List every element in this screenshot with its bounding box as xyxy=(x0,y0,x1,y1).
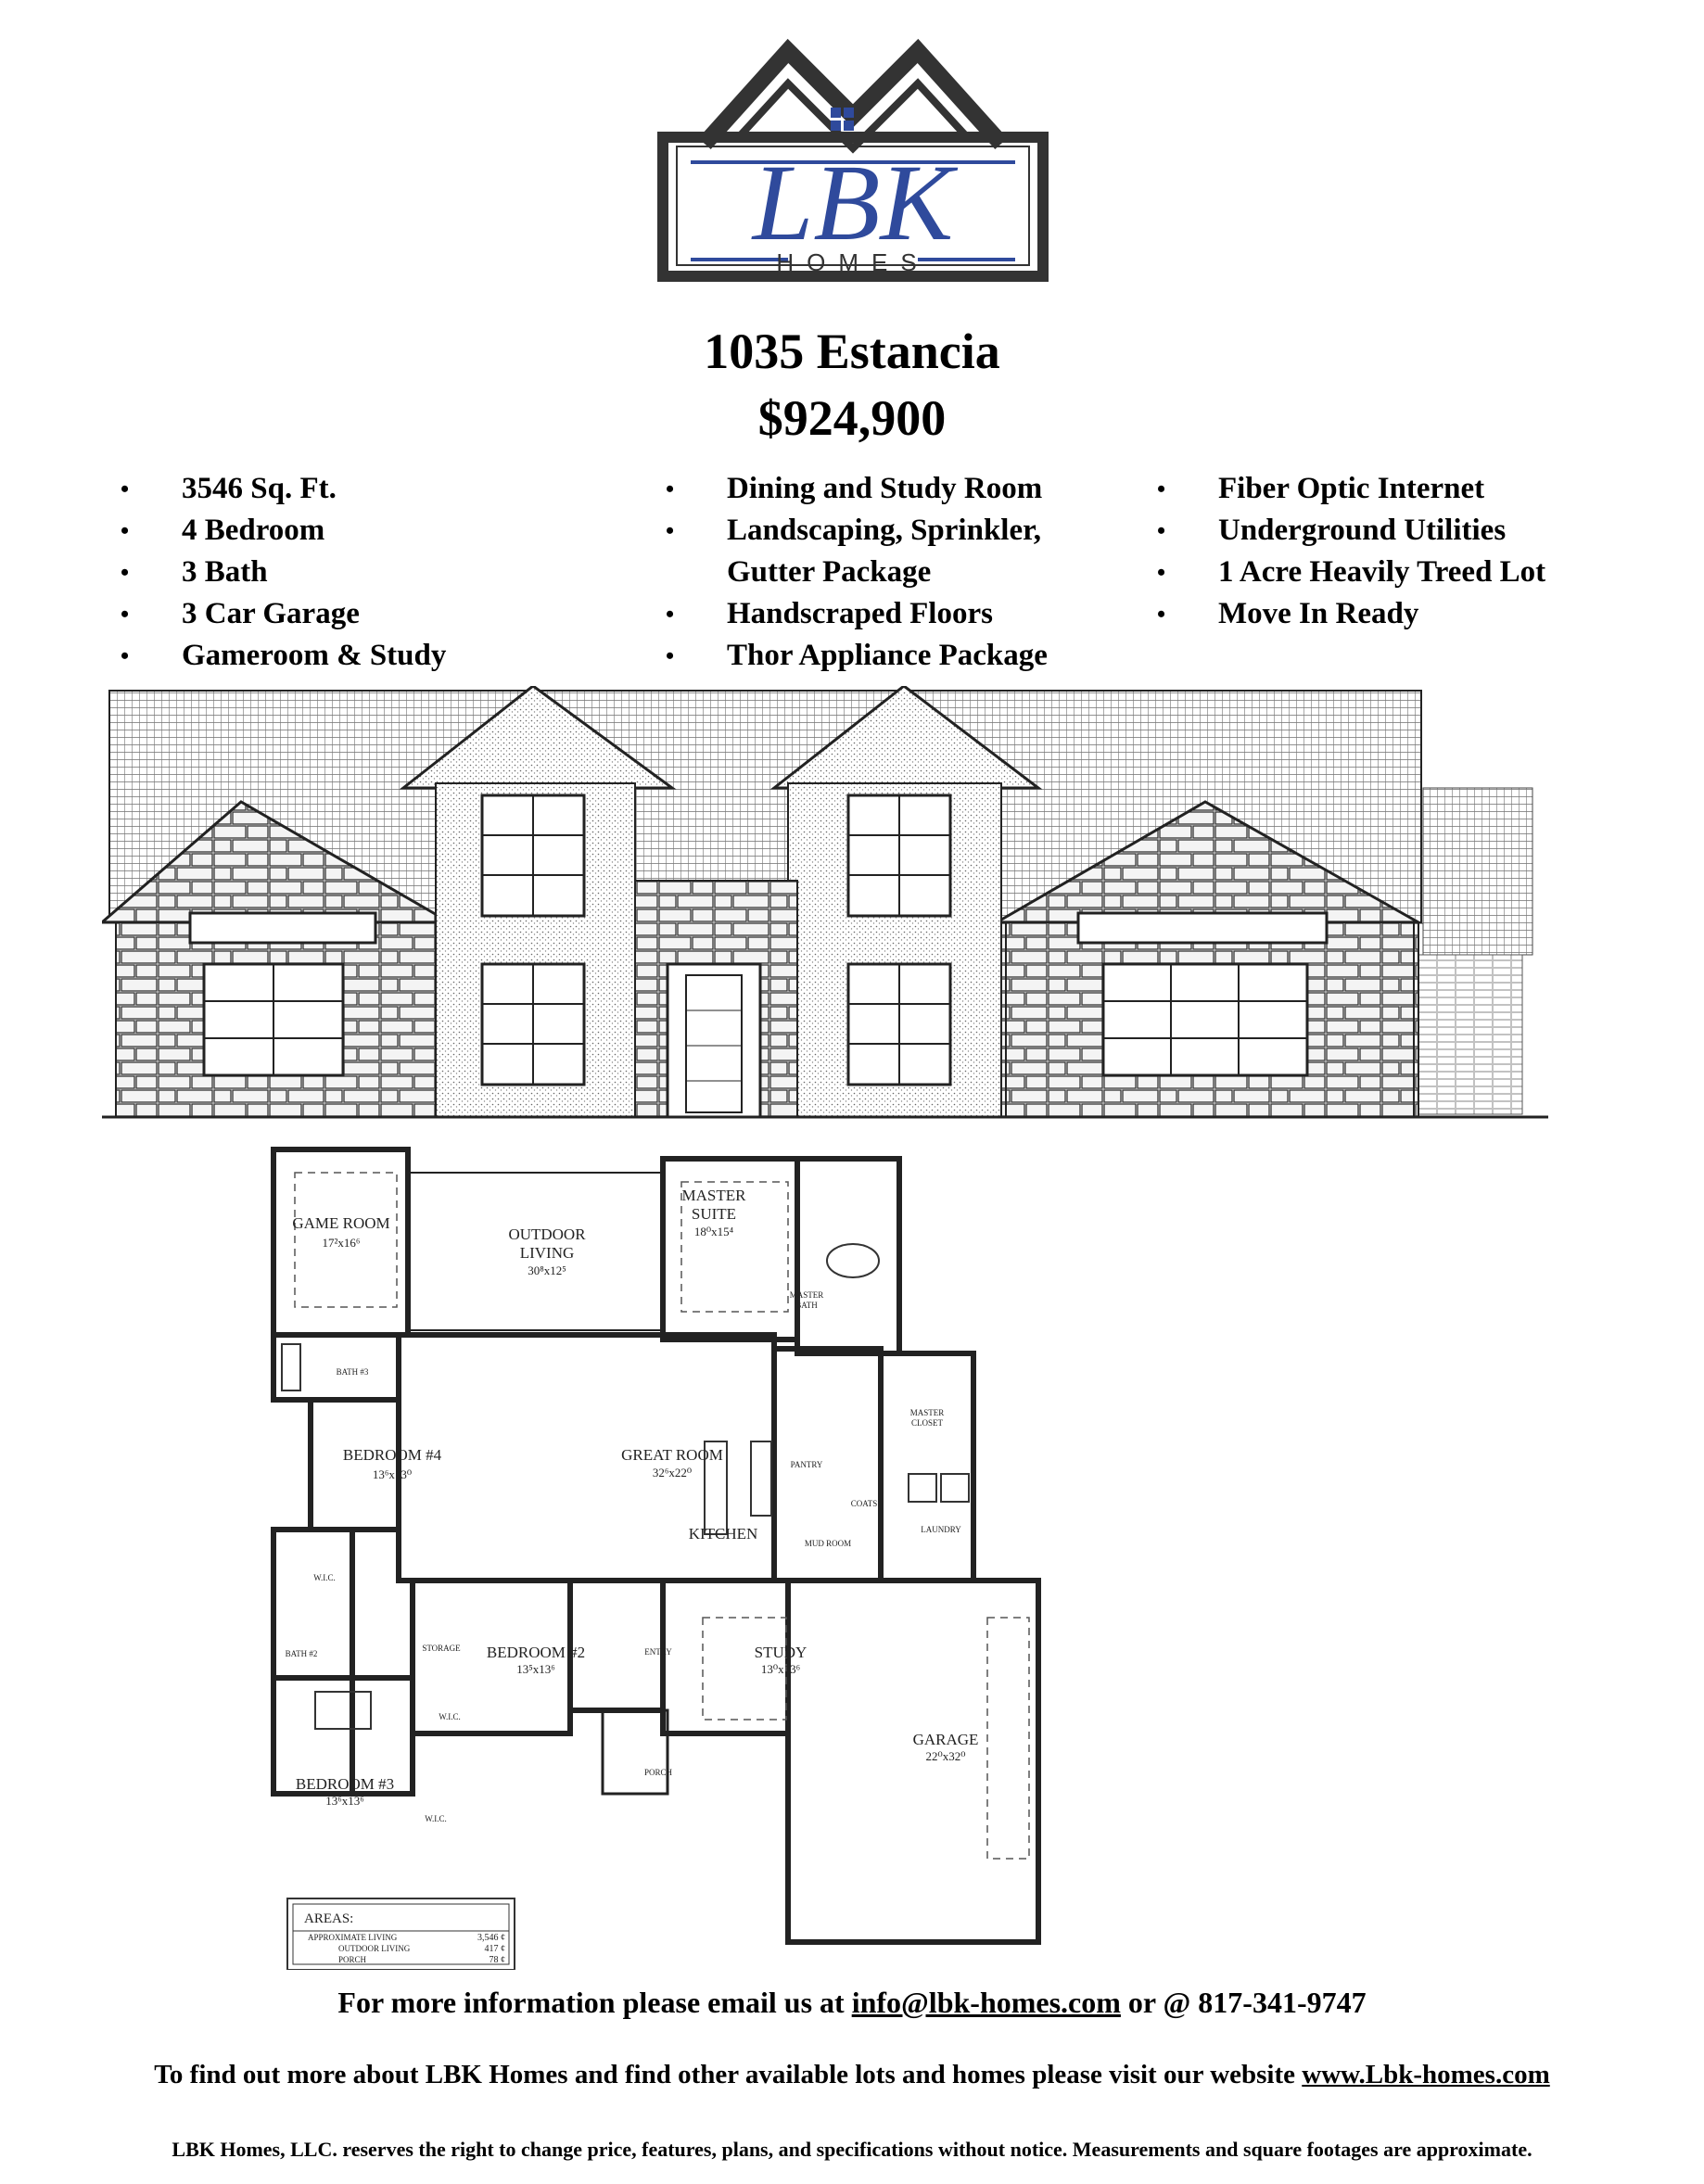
svg-text:LAUNDRY: LAUNDRY xyxy=(921,1525,961,1534)
logo-subtext: HOMES xyxy=(776,248,929,276)
svg-text:GARAGE: GARAGE xyxy=(913,1731,979,1748)
svg-text:BEDROOM #2: BEDROOM #2 xyxy=(487,1644,585,1661)
house-elevation-drawing xyxy=(102,686,1548,1119)
svg-text:STORAGE: STORAGE xyxy=(422,1644,461,1653)
disclaimer: LBK Homes, LLC. reserves the right to ch… xyxy=(172,2138,1532,2161)
svg-text:32⁶x22⁰: 32⁶x22⁰ xyxy=(653,1466,692,1479)
svg-text:W.I.C.: W.I.C. xyxy=(425,1814,446,1823)
svg-text:OUTDOOR: OUTDOOR xyxy=(508,1225,586,1243)
svg-text:MASTER: MASTER xyxy=(790,1290,824,1300)
contact-line: For more information please email us at … xyxy=(337,1986,1367,2019)
svg-text:W.I.C.: W.I.C. xyxy=(313,1573,335,1582)
svg-text:PANTRY: PANTRY xyxy=(791,1460,823,1469)
feature-item: Gameroom & Study xyxy=(121,635,446,677)
svg-text:BEDROOM #4: BEDROOM #4 xyxy=(343,1446,442,1464)
feature-item: 1 Acre Heavily Treed Lot xyxy=(1157,552,1545,593)
svg-text:417 ¢: 417 ¢ xyxy=(485,1944,506,1954)
feature-item: Move In Ready xyxy=(1157,593,1545,635)
listing-price: $924,900 xyxy=(757,390,947,446)
areas-title: AREAS: xyxy=(304,1911,353,1926)
svg-text:MUD ROOM: MUD ROOM xyxy=(805,1539,851,1548)
svg-text:BEDROOM #3: BEDROOM #3 xyxy=(296,1775,394,1793)
svg-text:17²x16⁶: 17²x16⁶ xyxy=(323,1236,361,1250)
svg-text:PORCH: PORCH xyxy=(644,1768,673,1777)
floor-plan-drawing: GAME ROOM 17²x16⁶ OUTDOOR LIVING 30⁸x12⁵… xyxy=(271,1147,1041,1970)
svg-text:COATS: COATS xyxy=(851,1499,878,1508)
svg-text:78 ¢: 78 ¢ xyxy=(490,1955,506,1965)
svg-text:13⁰x13⁶: 13⁰x13⁶ xyxy=(761,1662,800,1676)
svg-text:13⁶x13⁶: 13⁶x13⁶ xyxy=(325,1794,364,1808)
svg-text:SUITE: SUITE xyxy=(692,1205,736,1223)
features-column-1: 3546 Sq. Ft. 4 Bedroom 3 Bath 3 Car Gara… xyxy=(121,468,446,677)
logo-text: LBK xyxy=(751,142,959,263)
svg-text:22⁰x32⁰: 22⁰x32⁰ xyxy=(926,1749,966,1763)
feature-item: Dining and Study Room xyxy=(666,468,1048,510)
website-link[interactable]: www.Lbk-homes.com xyxy=(1302,2060,1550,2089)
svg-text:MASTER: MASTER xyxy=(910,1408,945,1417)
website-line: To find out more about LBK Homes and fin… xyxy=(154,2060,1550,2089)
features-column-3: Fiber Optic Internet Underground Utiliti… xyxy=(1157,468,1545,635)
feature-item: 4 Bedroom xyxy=(121,510,446,552)
feature-item: 3 Bath xyxy=(121,552,446,593)
svg-text:MASTER: MASTER xyxy=(682,1187,747,1204)
svg-text:GREAT ROOM: GREAT ROOM xyxy=(621,1446,723,1464)
feature-item: 3546 Sq. Ft. xyxy=(121,468,446,510)
svg-text:ENTRY: ENTRY xyxy=(644,1647,672,1657)
feature-item: 3 Car Garage xyxy=(121,593,446,635)
listing-title: 1035 Estancia xyxy=(704,324,1000,379)
svg-text:PORCH: PORCH xyxy=(338,1955,367,1964)
areas-table: AREAS: APPROXIMATE LIVING 3,546 ¢ OUTDOO… xyxy=(286,1898,515,1970)
svg-text:13⁶x13⁰: 13⁶x13⁰ xyxy=(373,1467,412,1481)
svg-text:KITCHEN: KITCHEN xyxy=(689,1525,758,1543)
svg-text:BATH #3: BATH #3 xyxy=(337,1367,369,1377)
svg-text:BATH: BATH xyxy=(795,1301,818,1310)
svg-text:LIVING: LIVING xyxy=(520,1244,575,1262)
svg-text:3,546 ¢: 3,546 ¢ xyxy=(477,1933,505,1943)
feature-item: Underground Utilities xyxy=(1157,510,1545,552)
svg-text:OUTDOOR LIVING: OUTDOOR LIVING xyxy=(338,1944,411,1953)
feature-item: Landscaping, Sprinkler,Gutter Package xyxy=(666,510,1048,593)
svg-text:13⁵x13⁶: 13⁵x13⁶ xyxy=(516,1662,555,1676)
svg-text:GAME ROOM: GAME ROOM xyxy=(292,1214,389,1232)
feature-item: Fiber Optic Internet xyxy=(1157,468,1545,510)
svg-text:18⁰x15⁴: 18⁰x15⁴ xyxy=(694,1225,734,1238)
svg-text:BATH #2: BATH #2 xyxy=(286,1649,318,1658)
svg-text:APPROXIMATE LIVING: APPROXIMATE LIVING xyxy=(308,1933,398,1942)
email-link[interactable]: info@lbk-homes.com xyxy=(851,1986,1121,2019)
svg-text:STUDY: STUDY xyxy=(755,1644,807,1661)
feature-item: Handscraped Floors xyxy=(666,593,1048,635)
features-column-2: Dining and Study Room Landscaping, Sprin… xyxy=(666,468,1048,677)
lbk-homes-logo: LBK HOMES xyxy=(657,38,1049,282)
svg-text:30⁸x12⁵: 30⁸x12⁵ xyxy=(528,1263,566,1277)
svg-text:W.I.C.: W.I.C. xyxy=(439,1712,460,1721)
feature-item: Thor Appliance Package xyxy=(666,635,1048,677)
svg-text:CLOSET: CLOSET xyxy=(911,1418,944,1428)
